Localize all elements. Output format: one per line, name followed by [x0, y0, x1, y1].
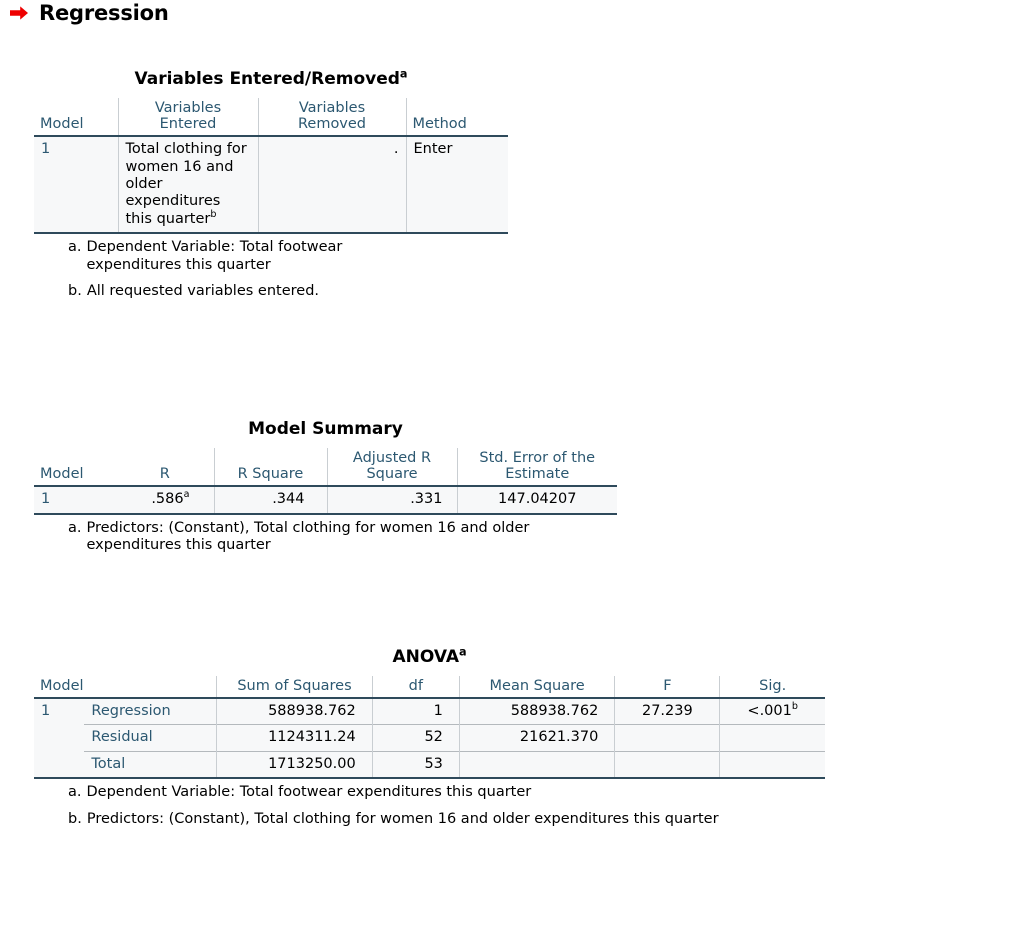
variables-table-footnotes: a. Dependent Variable: Total footwear ex…	[34, 239, 634, 301]
footnote-b-mark: b.	[68, 810, 82, 827]
cell-sig-residual	[719, 724, 825, 752]
cell-r-square: .344	[213, 486, 327, 515]
cell-source-residual: Residual	[84, 724, 217, 752]
cell-model: 1	[34, 136, 118, 235]
variables-table-title: Variables Entered/Removeda	[34, 67, 508, 89]
cell-source-regression: Regression	[84, 697, 217, 725]
footnote-b-text: All requested variables entered.	[86, 283, 320, 300]
footnote-b: b. All requested variables entered.	[34, 283, 634, 301]
anova-table: Model Sum of Squares df Mean Square F Si…	[34, 675, 825, 780]
cell-f-regression: 27.239	[614, 697, 720, 725]
right-arrow-icon	[8, 2, 30, 24]
col-header-r: R	[116, 447, 214, 488]
cell-f-residual	[614, 724, 720, 752]
table-header-row: Model Variables Entered Variables Remove…	[34, 97, 508, 138]
cell-mean-square-total	[458, 750, 615, 780]
footnote-a-mark: a.	[68, 784, 82, 801]
page-heading: Regression	[8, 2, 169, 24]
footnote-a: a. Dependent Variable: Total footwear ex…	[34, 784, 824, 802]
table-header-row: Model R R Square Adjusted R Square Std. …	[34, 447, 617, 488]
col-header-model: Model	[34, 447, 116, 488]
model-summary-block: Model Summary Model R R Square Adjusted …	[34, 420, 714, 555]
footnote-a-text: Dependent Variable: Total footwear expen…	[86, 784, 532, 801]
page-title: Regression	[39, 0, 169, 25]
col-header-std-error-estimate: Std. Error of the Estimate	[456, 447, 617, 488]
cell-r-text: .586	[151, 491, 184, 508]
variables-table-title-superscript: a	[399, 67, 408, 81]
variables-entered-removed-table: Model Variables Entered Variables Remove…	[34, 97, 508, 235]
footnote-a: a. Predictors: (Constant), Total clothin…	[34, 520, 714, 555]
col-header-model: Model	[34, 675, 217, 699]
cell-sig-total	[719, 750, 825, 780]
cell-r: .586a	[116, 486, 214, 515]
anova-title-text: ANOVA	[392, 647, 459, 667]
cell-f-total	[614, 750, 720, 780]
table-row: Residual 1124311.24 52 21621.370	[34, 724, 825, 752]
cell-sig-regression: <.001b	[719, 697, 825, 725]
table-header-row: Model Sum of Squares df Mean Square F Si…	[34, 675, 825, 699]
anova-title-superscript: a	[458, 645, 467, 659]
col-header-adjusted-r-square: Adjusted R Square	[326, 447, 457, 488]
cell-method: Enter	[405, 136, 508, 235]
model-summary-title: Model Summary	[248, 419, 403, 439]
col-header-f: F	[614, 675, 720, 699]
variables-table-title-text: Variables Entered/Removed	[134, 69, 400, 89]
col-header-method: Method	[405, 97, 508, 138]
cell-df-regression: 1	[371, 697, 460, 725]
col-header-sum-of-squares: Sum of Squares	[216, 675, 373, 699]
model-summary-table: Model R R Square Adjusted R Square Std. …	[34, 447, 617, 515]
cell-source-total: Total	[84, 750, 217, 780]
footnote-a-mark: a.	[68, 239, 82, 256]
footnote-b: b. Predictors: (Constant), Total clothin…	[34, 811, 824, 829]
col-header-sig: Sig.	[719, 675, 825, 699]
table-row: 1 Total clothing for women 16 and older …	[34, 136, 508, 235]
variables-entered-removed-block: Variables Entered/Removeda Model Variabl…	[34, 67, 634, 301]
cell-model: 1	[34, 486, 116, 515]
table-row: 1 .586a .344 .331 147.04207	[34, 486, 617, 515]
table-row: Total 1713250.00 53	[34, 750, 825, 780]
col-header-mean-square: Mean Square	[458, 675, 615, 699]
cell-variables-removed: .	[257, 136, 406, 235]
footnote-a-mark: a.	[68, 519, 82, 536]
cell-sum-of-squares-total: 1713250.00	[216, 750, 373, 780]
model-summary-footnotes: a. Predictors: (Constant), Total clothin…	[34, 520, 714, 555]
table-row: 1 Regression 588938.762 1 588938.762 27.…	[34, 697, 825, 780]
cell-std-error-estimate: 147.04207	[456, 486, 617, 515]
cell-variables-entered-text: Total clothing for women 16 and older ex…	[125, 141, 247, 227]
cell-variables-entered: Total clothing for women 16 and older ex…	[117, 136, 258, 235]
footnote-b-mark: b.	[68, 283, 82, 300]
col-header-variables-entered: Variables Entered	[117, 97, 258, 138]
footnote-b-text: Predictors: (Constant), Total clothing f…	[86, 810, 719, 827]
col-header-variables-removed: Variables Removed	[257, 97, 406, 138]
col-header-model: Model	[34, 97, 118, 138]
cell-mean-square-residual: 21621.370	[458, 724, 615, 752]
cell-model: 1	[34, 697, 85, 780]
anova-block: ANOVAa Model Sum of Squares df Mean Squa…	[34, 645, 934, 828]
cell-sig-regression-text: <.001	[747, 702, 792, 719]
footnote-a-text: Predictors: (Constant), Total clothing f…	[86, 519, 530, 554]
cell-sum-of-squares-residual: 1124311.24	[216, 724, 373, 752]
cell-df-total: 53	[371, 750, 460, 780]
col-header-df: df	[371, 675, 460, 699]
cell-sum-of-squares-regression: 588938.762	[216, 697, 373, 725]
anova-title: ANOVAa	[34, 645, 825, 667]
cell-df-residual: 52	[371, 724, 460, 752]
footnote-a: a. Dependent Variable: Total footwear ex…	[34, 239, 634, 274]
cell-sig-regression-superscript: b	[791, 701, 798, 713]
footnote-a-text: Dependent Variable: Total footwear expen…	[86, 239, 343, 273]
cell-r-superscript: a	[183, 489, 190, 501]
anova-footnotes: a. Dependent Variable: Total footwear ex…	[34, 784, 824, 828]
col-header-r-square: R Square	[213, 447, 327, 488]
cell-adjusted-r-square: .331	[326, 486, 457, 515]
cell-variables-entered-superscript: b	[210, 208, 217, 220]
cell-mean-square-regression: 588938.762	[458, 697, 615, 725]
